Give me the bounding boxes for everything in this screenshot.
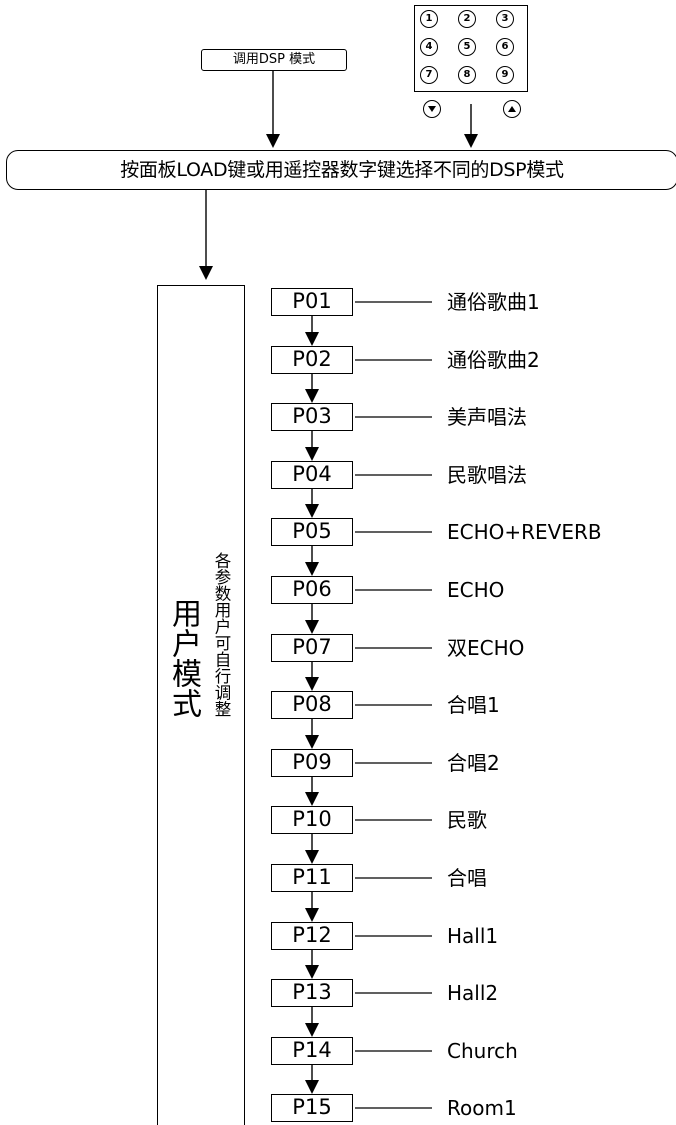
preset-box: P04 [271, 461, 353, 489]
arrow-head [305, 908, 319, 922]
arrow-head [305, 677, 319, 691]
remote-keypad: 1 2 3 4 5 6 7 8 9 [414, 5, 528, 92]
arrow-head [464, 134, 478, 148]
preset-box: P05 [271, 518, 353, 546]
preset-box: P09 [271, 749, 353, 777]
preset-name: 通俗歌曲2 [447, 348, 540, 372]
preset-box: P15 [271, 1094, 353, 1122]
preset-box: P02 [271, 346, 353, 374]
preset-name: 合唱1 [447, 693, 500, 717]
arrow-head [305, 792, 319, 806]
user-mode-title: 用户模式 [166, 598, 201, 718]
arrow-head [305, 447, 319, 461]
keypad-key[interactable]: 3 [496, 10, 514, 28]
keypad-key[interactable]: 1 [420, 10, 438, 28]
user-mode-box [157, 285, 245, 1125]
arrow-head [305, 389, 319, 403]
preset-name: Room1 [447, 1096, 517, 1120]
arrow-head [305, 850, 319, 864]
arrow-head [305, 1080, 319, 1094]
preset-name: 民歌唱法 [447, 463, 527, 487]
arrow-head [305, 332, 319, 346]
preset-box: P11 [271, 864, 353, 892]
arrow-head [305, 504, 319, 518]
keypad-key[interactable]: 9 [496, 66, 514, 84]
call-dsp-mode-label: 调用DSP 模式 [201, 49, 347, 71]
preset-name: Church [447, 1039, 518, 1063]
user-mode-subtitle: 各参数用户可自行调整 [212, 552, 231, 717]
keypad-key[interactable]: 6 [496, 38, 514, 56]
preset-box: P13 [271, 979, 353, 1007]
preset-box: P01 [271, 288, 353, 316]
preset-name: 合唱2 [447, 751, 500, 775]
preset-name: Hall1 [447, 924, 499, 948]
preset-name: 美声唱法 [447, 405, 527, 429]
preset-box: P12 [271, 922, 353, 950]
keypad-key[interactable]: 7 [420, 66, 438, 84]
preset-name: 通俗歌曲1 [447, 290, 540, 314]
preset-box: P06 [271, 576, 353, 604]
keypad-key[interactable]: 8 [458, 66, 476, 84]
preset-name: ECHO+REVERB [447, 520, 602, 544]
arrow-head [305, 735, 319, 749]
preset-name: 民歌 [447, 808, 487, 832]
arrow-head [199, 266, 213, 280]
down-triangle-icon [423, 100, 441, 118]
arrow-head [305, 965, 319, 979]
preset-box: P03 [271, 403, 353, 431]
preset-box: P08 [271, 691, 353, 719]
preset-name: Hall2 [447, 981, 499, 1005]
arrow-head [305, 562, 319, 576]
arrow-head [305, 1023, 319, 1037]
keypad-key[interactable]: 4 [420, 38, 438, 56]
keypad-key[interactable]: 2 [458, 10, 476, 28]
preset-box: P14 [271, 1037, 353, 1065]
preset-name: 合唱 [447, 866, 487, 890]
up-triangle-icon [503, 100, 521, 118]
keypad-key[interactable]: 5 [458, 38, 476, 56]
select-dsp-mode-banner: 按面板LOAD键或用遥控器数字键选择不同的DSP模式 [6, 150, 676, 190]
preset-box: P10 [271, 806, 353, 834]
arrow-head [266, 134, 280, 148]
preset-name: ECHO [447, 578, 505, 602]
preset-box: P07 [271, 634, 353, 662]
arrow-head [305, 620, 319, 634]
preset-name: 双ECHO [447, 636, 525, 660]
